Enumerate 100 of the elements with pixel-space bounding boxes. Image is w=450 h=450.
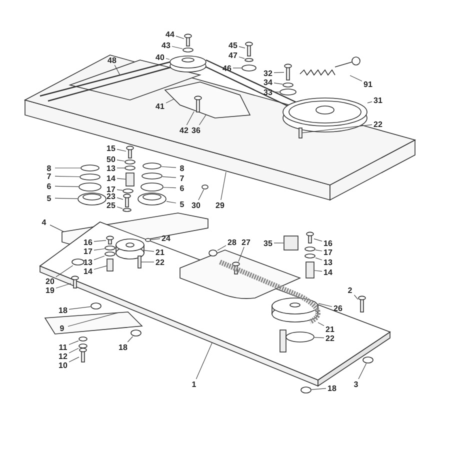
leader-line <box>116 149 126 152</box>
callout-number: 9 <box>56 324 68 332</box>
callout-number: 6 <box>43 182 55 190</box>
callout-number: 2 <box>344 286 356 294</box>
gear-drawing <box>272 298 318 322</box>
callout-number: 11 <box>57 342 69 352</box>
callout-number: 6 <box>176 184 188 192</box>
washer-drawing <box>280 88 296 96</box>
sleeve-drawing <box>126 172 134 186</box>
callout-number: 16 <box>322 238 334 248</box>
bolt-drawing <box>358 296 366 312</box>
bolt-drawing <box>284 64 292 80</box>
callout-number: 25 <box>105 200 117 210</box>
callout-number: 17 <box>105 184 117 194</box>
bolt-drawing <box>106 236 114 244</box>
leader-line <box>94 266 107 270</box>
callout-number: 19 <box>44 286 56 294</box>
leader-line <box>350 75 362 82</box>
bolt-drawing <box>79 348 87 362</box>
leader-line <box>68 306 91 310</box>
bolt-drawing <box>126 146 134 158</box>
leader-line <box>56 283 72 288</box>
washer-drawing <box>242 64 256 72</box>
washer-drawing <box>304 254 316 258</box>
leader-line <box>54 186 79 188</box>
callout-number: 16 <box>82 238 94 246</box>
callout-number: 12 <box>57 352 69 360</box>
spring-drawing <box>300 56 360 76</box>
callout-number: 18 <box>117 342 129 352</box>
leader-line <box>315 250 322 252</box>
callout-number: 1 <box>188 380 200 388</box>
leader-line <box>217 245 226 251</box>
leader-line <box>354 294 358 300</box>
callout-number: 7 <box>176 174 188 182</box>
nut-drawing <box>300 386 312 394</box>
bearing-drawing <box>140 182 164 192</box>
callout-number: 7 <box>43 172 55 180</box>
pulley-drawing <box>282 98 368 132</box>
leader-line <box>318 303 332 307</box>
leader-line <box>166 58 170 60</box>
callout-number: 50 <box>105 154 117 164</box>
leader-line <box>166 98 174 104</box>
callout-number: 42 <box>178 126 190 134</box>
callout-number: 43 <box>160 40 172 50</box>
callout-number: 30 <box>190 200 202 210</box>
leader-line <box>166 201 176 204</box>
ring-drawing <box>80 164 100 172</box>
nut-drawing <box>130 330 142 336</box>
leader-line <box>318 322 324 326</box>
callout-number: 22 <box>372 120 384 128</box>
washer-drawing <box>104 252 116 256</box>
callout-number: 91 <box>362 80 374 88</box>
leader-line <box>367 101 372 104</box>
leader-line <box>94 240 106 242</box>
leader-line <box>172 46 183 50</box>
callout-number: 45 <box>227 40 239 50</box>
callout-number: 18 <box>326 384 338 392</box>
leader-line <box>50 224 64 232</box>
bolt-drawing <box>71 276 79 288</box>
callout-number: 47 <box>227 50 239 60</box>
leader-line <box>176 36 184 40</box>
leader-line <box>161 166 176 168</box>
callout-number: 14 <box>82 266 94 276</box>
washer-drawing <box>124 160 136 164</box>
callout-number: 36 <box>190 126 202 134</box>
leader-line <box>144 250 154 252</box>
leader-line <box>311 388 326 390</box>
leader-line <box>56 265 74 278</box>
callout-number: 13 <box>82 258 94 266</box>
callout-number: 13 <box>322 258 334 266</box>
leader-line <box>162 176 176 178</box>
callout-number: 32 <box>262 68 274 78</box>
washer-drawing <box>104 246 116 250</box>
leader-line <box>314 238 322 242</box>
callout-number: 17 <box>322 248 334 256</box>
bolt-drawing <box>194 96 202 112</box>
leader-line <box>196 342 212 380</box>
leader-line <box>274 82 283 84</box>
bearing-drawing <box>78 182 102 192</box>
callout-number: 44 <box>164 30 176 38</box>
bolt-drawing <box>306 232 314 244</box>
callout-number: 40 <box>154 52 166 62</box>
callout-number: 21 <box>324 324 336 334</box>
bolt-drawing <box>245 42 253 56</box>
callout-number: 3 <box>350 380 362 388</box>
leader-line <box>68 356 80 362</box>
callout-number: 5 <box>43 194 55 202</box>
washer-drawing <box>124 166 136 170</box>
leader-line <box>54 176 80 178</box>
nut-drawing <box>362 356 374 364</box>
leader-line <box>94 256 105 260</box>
callout-number: 48 <box>106 56 118 64</box>
washer-drawing <box>304 246 316 252</box>
leader-line <box>127 336 134 342</box>
leader-line <box>315 258 322 260</box>
callout-number: 22 <box>154 258 166 266</box>
washer-drawing <box>142 172 162 180</box>
bushing-drawing <box>284 236 298 250</box>
callout-number: 18 <box>57 306 69 314</box>
plug-drawing <box>202 184 208 190</box>
